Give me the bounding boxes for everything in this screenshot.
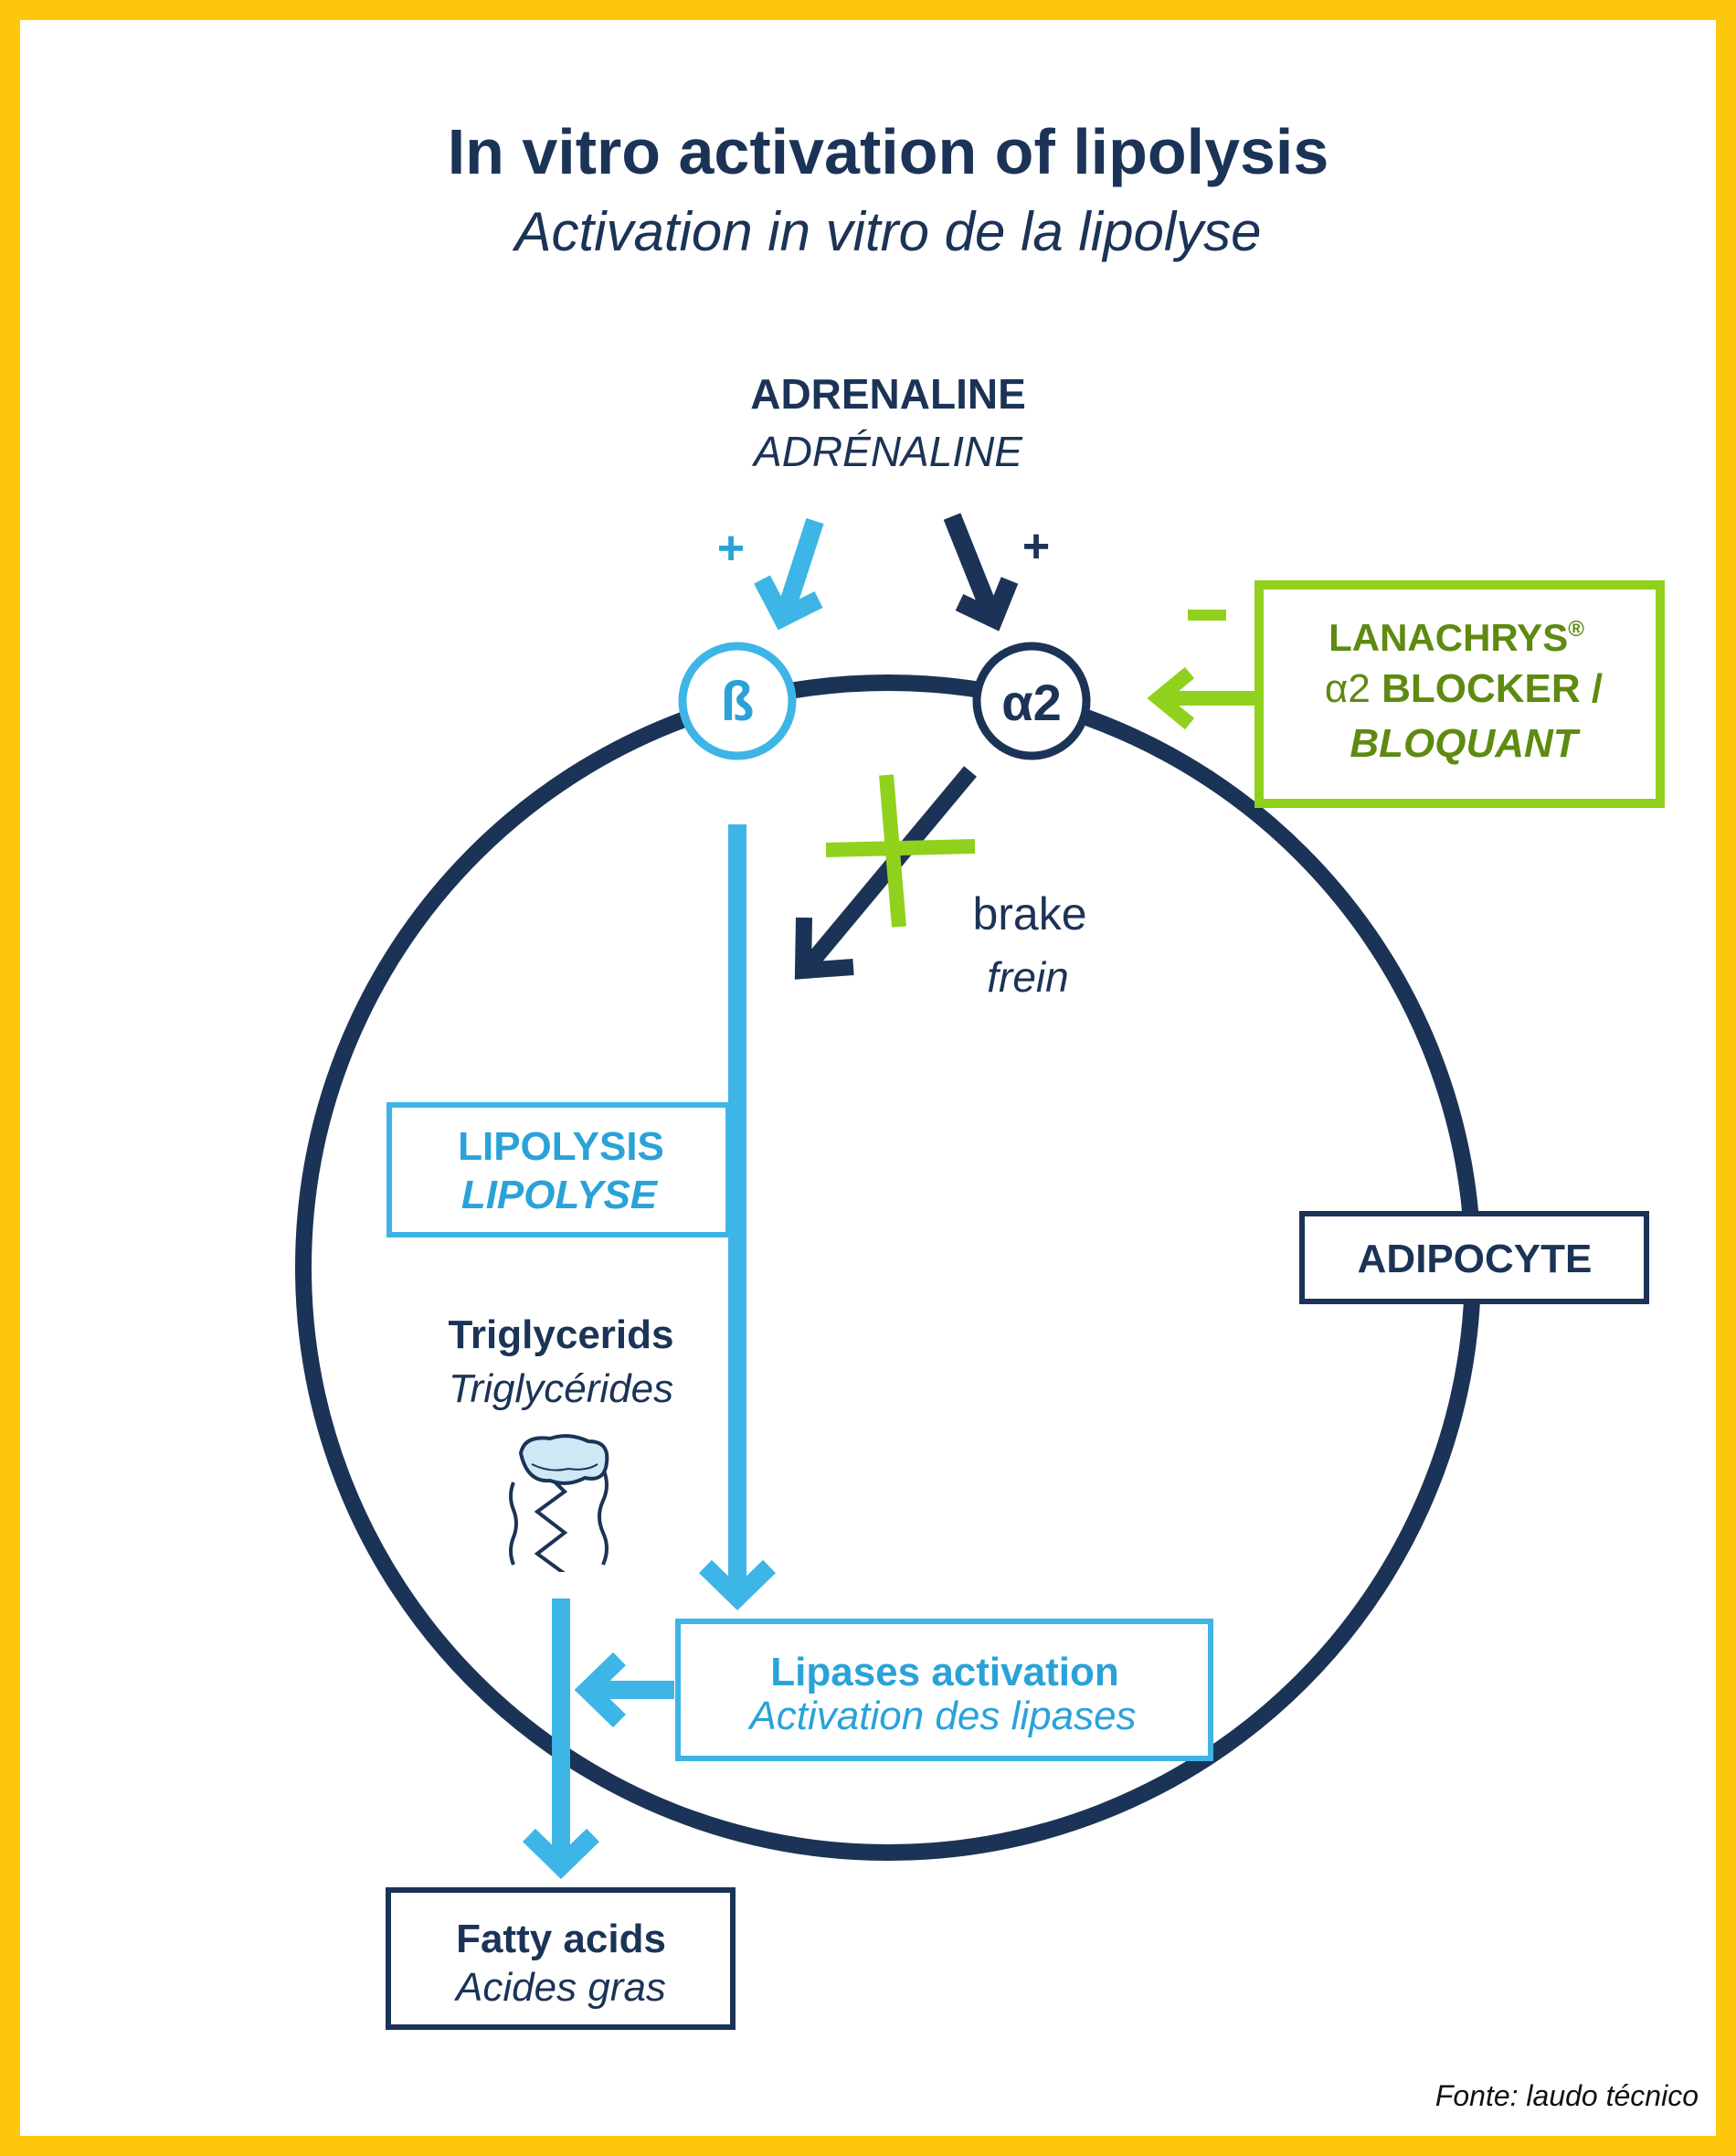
- beta-receptor: ß: [678, 642, 797, 760]
- brake-label-fr: frein: [987, 953, 1068, 1001]
- beta-symbol: ß: [721, 671, 755, 732]
- adrenaline-label-fr: ADRÉNALINE: [751, 428, 1023, 475]
- lipolysis-box: LIPOLYSIS LIPOLYSE: [386, 1102, 731, 1237]
- lipases-label: Lipases activation: [770, 1650, 1118, 1694]
- source-note: Fonte: laudo técnico: [1435, 2079, 1699, 2112]
- blocker-line-2: α2 BLOCKER /: [1325, 666, 1603, 711]
- alpha2-receptor: α2: [972, 642, 1091, 760]
- triglycerids-label: Triglycerids: [448, 1312, 673, 1357]
- triglyceride-molecule-icon: [509, 1434, 609, 1572]
- alpha2-plus-sign: +: [1022, 520, 1050, 573]
- fatty-acids-label: Fatty acids: [456, 1917, 666, 1961]
- adrenaline-alpha2-arrow: [943, 513, 1019, 632]
- triglycerids-label-fr: Triglycérides: [449, 1366, 673, 1411]
- blocker-line-3: BLOQUANT: [1350, 721, 1580, 766]
- brake-label: brake: [972, 888, 1086, 940]
- adipocyte-box: ADIPOCYTE: [1299, 1211, 1649, 1304]
- page-subtitle: Activation in vitro de la lipolyse: [512, 201, 1261, 262]
- blocker-name: LANACHRYS®: [1328, 616, 1584, 659]
- lipases-release-arrow: [574, 1652, 674, 1728]
- alpha2-symbol: α2: [1001, 674, 1062, 731]
- beta-plus-sign: +: [717, 522, 745, 575]
- blocker-minus-sign: [1188, 610, 1226, 621]
- lipases-label-fr: Activation des lipases: [746, 1694, 1136, 1738]
- lanachrys-blocker-box: LANACHRYS® α2 BLOCKER / BLOQUANT: [1254, 580, 1665, 808]
- lipases-activation-box: Lipases activation Activation des lipase…: [675, 1619, 1213, 1761]
- adipocyte-label: ADIPOCYTE: [1358, 1237, 1593, 1281]
- blocker-alpha2-arrow: [1147, 666, 1255, 730]
- adrenaline-label: ADRENALINE: [750, 370, 1026, 418]
- fatty-acids-label-fr: Acides gras: [453, 1965, 666, 2010]
- fatty-acids-arrow: [523, 1598, 599, 1879]
- lipolysis-label-fr: LIPOLYSE: [461, 1173, 659, 1217]
- lipolysis-label: LIPOLYSIS: [458, 1124, 664, 1169]
- fatty-acids-box: Fatty acids Acides gras: [386, 1887, 736, 2030]
- lipolysis-diagram: In vitro activation of lipolysis Activat…: [295, 116, 1699, 2112]
- page-title: In vitro activation of lipolysis: [448, 116, 1329, 187]
- beta-lipases-arrow: [699, 824, 776, 1610]
- adrenaline-beta-arrow: [754, 517, 824, 631]
- brake-block-cross: [825, 774, 976, 928]
